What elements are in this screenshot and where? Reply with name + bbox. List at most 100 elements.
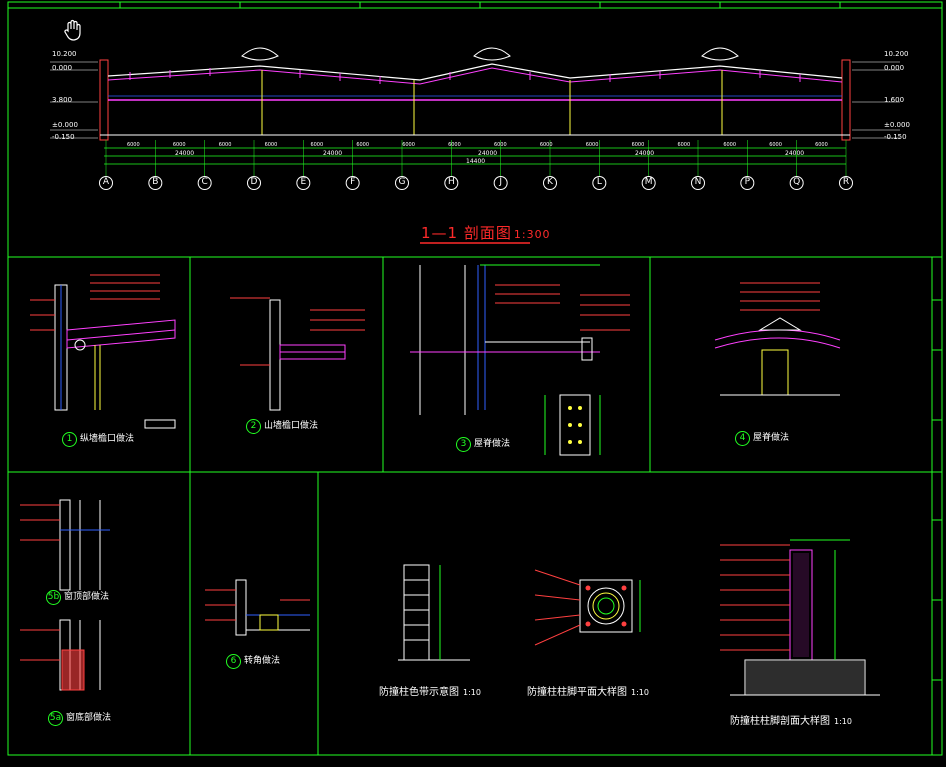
elevation-label: ±0.000 (52, 121, 78, 129)
elevation-label: ±0.000 (884, 121, 910, 129)
bollard-band-drawing (398, 564, 470, 661)
axis-label: C (201, 177, 208, 187)
caption-bollard-plan: 防撞柱柱脚平面大样图 1:10 (527, 683, 649, 698)
section-scale: 1:300 (513, 228, 551, 241)
caption-bollard-section: 防撞柱柱脚剖面大样图 1:10 (730, 712, 852, 727)
top-ruler (8, 2, 942, 9)
axis-bubble (99, 176, 113, 190)
title-block-ticks (932, 299, 942, 681)
elevation-label: 0.000 (884, 64, 905, 72)
detail-5b-number: 5b (46, 590, 61, 605)
section-1-1 (50, 47, 900, 244)
axis-bubble (197, 176, 212, 190)
detail-2-drawing (230, 297, 365, 411)
detail-5b-text: 窗顶部做法 (64, 592, 110, 602)
caption-bollard-section-scale: 1:10 (834, 717, 852, 726)
axis-bubble (247, 176, 261, 190)
detail-5a-text: 窗底部做法 (66, 713, 112, 723)
bay-dimension: 6000 (723, 142, 737, 148)
bollard-plan-drawing (534, 569, 641, 646)
bay-dimension: 6000 (356, 142, 370, 148)
axis-bubble (543, 176, 557, 190)
caption-bollard-band-text: 防撞柱色带示意图 (379, 687, 459, 698)
axis-label: A (102, 177, 110, 187)
detail-6-text: 转角做法 (244, 656, 281, 666)
detail-3-drawing (410, 264, 630, 456)
bay-dimension: 6000 (218, 142, 232, 148)
bollard-section-drawing (720, 539, 880, 696)
bay-dimension: 6000 (539, 142, 553, 148)
span-dimension: 24000 (785, 150, 805, 157)
elevation-label: -0.150 (884, 133, 907, 141)
hand-icon[interactable] (62, 18, 86, 42)
detail-2-text: 山墙檐口做法 (264, 421, 319, 431)
axis-bubble (345, 176, 360, 190)
bay-dimension: 6000 (448, 142, 461, 148)
detail-5-drawing (20, 499, 110, 691)
elevation-label: 3.800 (52, 96, 73, 104)
bay-dimension: 6000 (585, 142, 599, 148)
span-dimension: 24000 (635, 150, 655, 157)
axis-label: B (152, 177, 159, 187)
elevation-label: 10.200 (884, 50, 909, 58)
bay-dimension: 6000 (126, 142, 140, 148)
elevation-label: 1.600 (884, 96, 905, 104)
detail-6-drawing (205, 579, 310, 636)
axis-label: L (596, 177, 602, 187)
axis-bubble (148, 176, 163, 190)
axis-bubble (592, 176, 607, 190)
section-title-text: 1—1 剖面图 (421, 224, 512, 242)
detail-4-text: 屋脊做法 (753, 433, 790, 443)
caption-bollard-section-text: 防撞柱柱脚剖面大样图 (730, 716, 830, 727)
axis-bubble (444, 176, 459, 190)
bay-dimension: 6000 (402, 142, 415, 148)
detail-4-number: 4 (735, 431, 750, 446)
detail-5a-number: 5a (48, 711, 63, 726)
axis-label: E (300, 177, 307, 187)
bay-dimension: 6000 (631, 142, 645, 148)
axis-label: P (744, 177, 751, 187)
axis-label: R (842, 177, 850, 187)
axis-bubble (740, 176, 755, 190)
caption-bollard-band-scale: 1:10 (463, 688, 481, 697)
caption-bollard-plan-scale: 1:10 (631, 688, 649, 697)
axis-bubble (395, 176, 409, 190)
caption-bollard-plan-text: 防撞柱柱脚平面大样图 (527, 687, 627, 698)
axis-label: H (447, 177, 455, 187)
bay-dimension: 6000 (493, 142, 507, 148)
detail-1-drawing (30, 274, 176, 429)
span-dimension: 24000 (478, 150, 498, 157)
axis-label: K (547, 177, 553, 187)
bay-dimension: 6000 (769, 142, 782, 148)
detail-3-text: 屋脊做法 (474, 439, 511, 449)
axis-bubble (493, 176, 508, 190)
detail-1-text: 纵墙檐口做法 (80, 434, 135, 444)
axis-bubble (641, 176, 656, 190)
axis-label: Q (793, 177, 801, 187)
axis-bubble (789, 176, 804, 190)
caption-bollard-band: 防撞柱色带示意图 1:10 (379, 683, 481, 698)
detail-1-number: 1 (62, 432, 77, 447)
axis-label: N (694, 177, 702, 187)
bay-dimension: 6000 (310, 142, 324, 148)
bay-dimension: 6000 (264, 142, 278, 148)
elevation-label: 10.200 (52, 50, 77, 58)
detail-6-number: 6 (226, 654, 241, 669)
axis-bubble (839, 176, 853, 190)
axis-label: D (250, 177, 258, 187)
elevation-label: 0.000 (52, 64, 73, 72)
span-dimension: 24000 (323, 150, 343, 157)
span-dimension: 24000 (175, 150, 195, 157)
axis-label: J (499, 177, 502, 187)
sheet-frame (7, 1, 943, 756)
